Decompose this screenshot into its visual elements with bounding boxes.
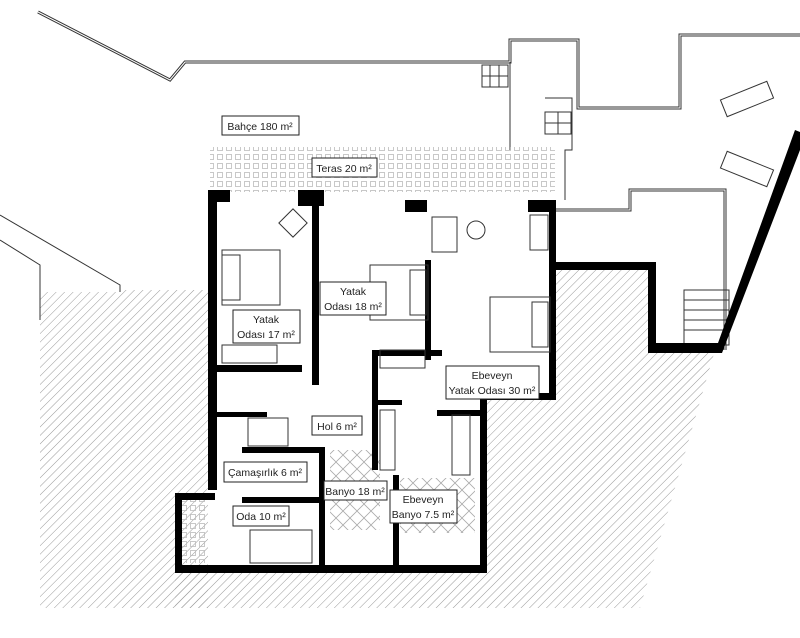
terrace-tiles — [210, 147, 555, 192]
room-label-text: Teras 20 m² — [316, 163, 372, 175]
ground-hatch-bottom — [175, 573, 487, 608]
room-label-text: Yatak Odası 30 m² — [449, 385, 536, 397]
stairs — [221, 344, 471, 476]
site-outline — [0, 10, 800, 350]
sun-lounger-icon — [719, 80, 775, 188]
garden-stairs — [481, 64, 730, 346]
room-label-hol: Hol 6 m² — [311, 415, 363, 436]
room-label-text: Ebeveyn — [403, 494, 444, 506]
furniture — [278, 208, 549, 253]
room-label-text: Yatak — [340, 286, 367, 298]
room-label-text: Odası 17 m² — [237, 329, 295, 341]
room-label-text: Yatak — [253, 314, 280, 326]
room-label-text: Banyo 7.5 m² — [392, 509, 455, 521]
storage-tiles — [182, 500, 206, 563]
room-label-text: Odası 18 m² — [324, 301, 382, 313]
room-label-text: Çamaşırlık 6 m² — [228, 467, 303, 479]
room-label-banyo18: Banyo 18 m² — [323, 480, 388, 501]
room-label-text: Ebeveyn — [472, 370, 513, 382]
room-label-text: Bahçe 180 m² — [227, 121, 293, 133]
room-label-oda10: Oda 10 m² — [232, 505, 290, 527]
room-label-text: Banyo 18 m² — [325, 486, 385, 498]
room-label-text: Oda 10 m² — [236, 511, 286, 523]
room-label-text: Hol 6 m² — [317, 421, 357, 433]
ground-hatch-left — [40, 290, 208, 608]
room-label-teras: Teras 20 m² — [311, 157, 378, 178]
ground-hatch-right — [487, 265, 715, 608]
room-label-bahce: Bahçe 180 m² — [221, 115, 300, 136]
room-label-camasirlik: Çamaşırlık 6 m² — [223, 461, 308, 483]
